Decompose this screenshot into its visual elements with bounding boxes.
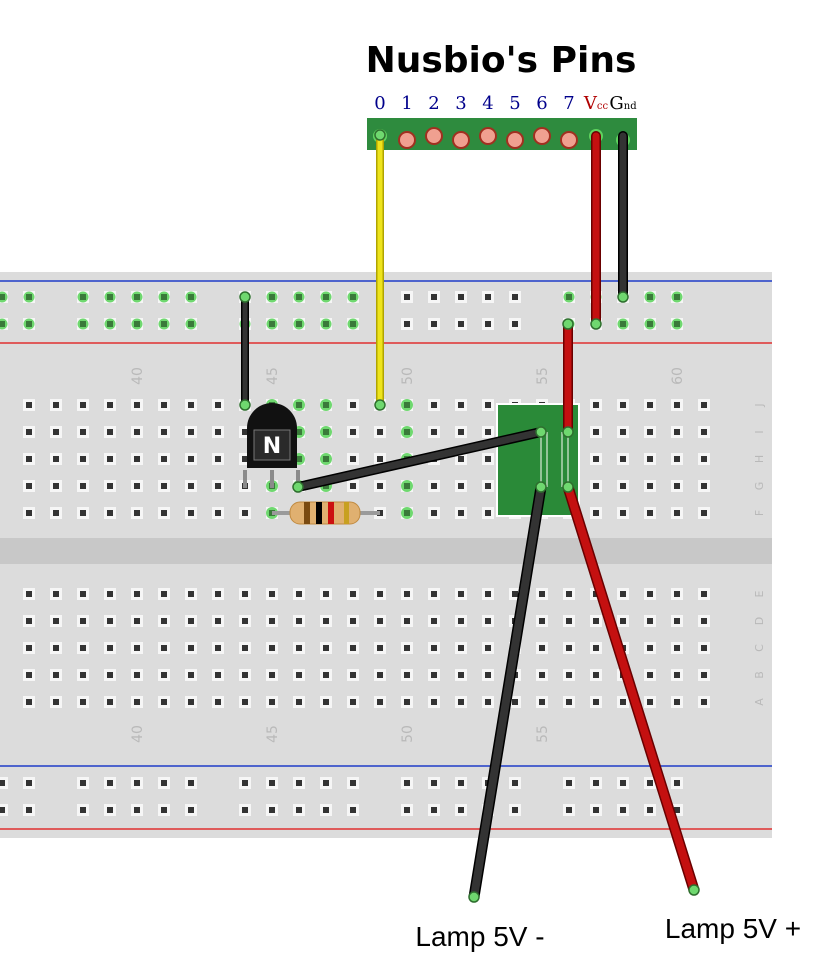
- column-number: 40: [130, 725, 146, 743]
- pin-label-main: V: [583, 93, 598, 114]
- column-number: 45: [265, 725, 281, 743]
- header-pin-label: 3: [455, 93, 466, 114]
- resistor: [272, 501, 380, 525]
- column-number: 55: [535, 725, 551, 743]
- caption-lamp-plus: Lamp 5V +: [665, 913, 801, 944]
- row-letter: D: [753, 617, 766, 625]
- pin-label-sub: nd: [624, 101, 637, 112]
- wire-end: [239, 399, 251, 411]
- lamp-minus-wire: [470, 483, 545, 901]
- header-pin-label: 5: [509, 93, 520, 114]
- row-letter: A: [753, 698, 766, 706]
- resistor-band-3: [328, 502, 334, 524]
- row-letter: E: [753, 590, 766, 597]
- caption-lamp-minus: Lamp 5V -: [415, 921, 544, 952]
- header-pin: [560, 131, 578, 149]
- header-pin-label: 4: [482, 93, 493, 114]
- header-pin: [479, 127, 497, 145]
- row-letter: I: [753, 430, 766, 433]
- resistor-band-1: [304, 502, 310, 524]
- header-pin-label: 1: [401, 93, 412, 114]
- transistor: N: [243, 403, 300, 488]
- wire-end: [562, 318, 574, 330]
- wires: [239, 129, 700, 903]
- wire-end: [292, 481, 304, 493]
- row-letter: H: [753, 455, 766, 463]
- column-number: 40: [130, 367, 146, 385]
- wire-end: [239, 291, 251, 303]
- collector-wire: [294, 428, 545, 491]
- wire-end: [590, 318, 602, 330]
- top-power-rail: [0, 272, 772, 352]
- center-channel: [0, 538, 772, 564]
- column-number: 50: [400, 367, 416, 385]
- row-letter: J: [753, 403, 766, 407]
- header-pin-label: 2: [428, 93, 439, 114]
- lamp-plus-wire: [564, 483, 698, 894]
- column-number: 50: [400, 725, 416, 743]
- wire-end: [374, 399, 386, 411]
- wire-end: [535, 426, 547, 438]
- header-pin: [506, 131, 524, 149]
- row-letter: F: [753, 510, 766, 516]
- wire-end: [562, 426, 574, 438]
- transistor-label: N: [263, 434, 281, 459]
- header-pin: [452, 131, 470, 149]
- bottom-power-rail: [0, 758, 772, 838]
- row-letter: G: [753, 482, 766, 491]
- column-number: 55: [535, 367, 551, 385]
- wire-end: [562, 481, 574, 493]
- pin-label-sub: cc: [597, 101, 609, 112]
- header-pin: [533, 127, 551, 145]
- resistor-band-2: [316, 502, 322, 524]
- wire-end: [374, 129, 386, 141]
- header-pin-label: Gnd: [609, 93, 637, 114]
- header-pin-label: 6: [536, 93, 547, 114]
- header-pin: [398, 131, 416, 149]
- column-number: 45: [265, 367, 281, 385]
- column-number: 60: [670, 367, 686, 385]
- wire-end: [688, 884, 700, 896]
- resistor-band-4: [344, 502, 349, 524]
- header-pin-label: 0: [374, 93, 385, 114]
- wire-end: [468, 891, 480, 903]
- pin-label-main: G: [609, 93, 623, 114]
- diagram-title: Nusbio's Pins: [366, 40, 637, 81]
- header-pin: [425, 127, 443, 145]
- header-pin-label: Vcc: [583, 93, 609, 114]
- row-letter: C: [753, 644, 766, 652]
- wire-end: [617, 291, 629, 303]
- header-pin-label: 7: [563, 93, 574, 114]
- row-letter: B: [753, 671, 766, 679]
- wire-end: [535, 481, 547, 493]
